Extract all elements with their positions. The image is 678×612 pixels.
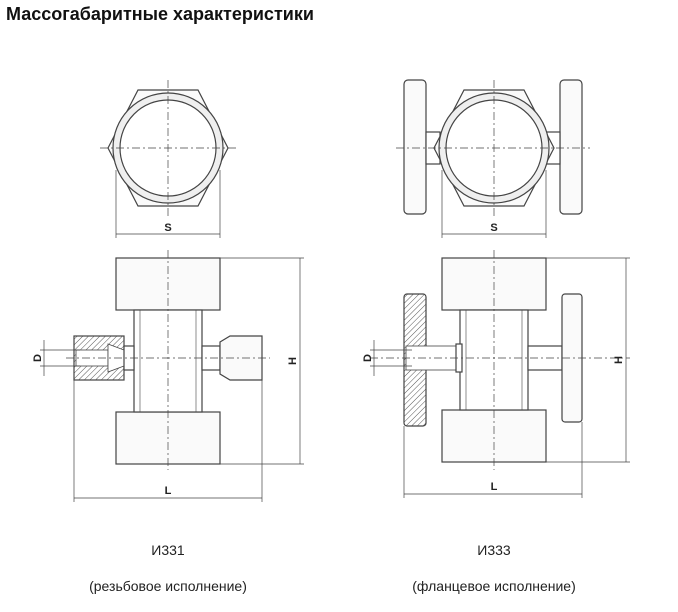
page-title: Массогабаритные характеристики <box>6 4 314 24</box>
flange-left <box>403 79 427 215</box>
right-item-name: И333 <box>477 542 511 558</box>
right-top-view <box>396 79 590 238</box>
left-dimensions <box>40 257 304 502</box>
flange-right <box>559 79 583 215</box>
dim-h-label-left: H <box>287 357 299 365</box>
dim-l-label-right: L <box>491 481 498 493</box>
right-dimensions <box>370 257 630 498</box>
left-item-caption: (резьбовое исполнение) <box>89 578 247 594</box>
dim-s-label-right: S <box>490 222 497 234</box>
right-item-caption: (фланцевое исполнение) <box>412 578 576 594</box>
dim-d-label-right: D <box>362 354 374 362</box>
left-item-name: И331 <box>151 542 185 558</box>
dim-l-label-left: L <box>165 485 172 497</box>
dim-s-label-left: S <box>164 222 171 234</box>
dim-d-label-left: D <box>32 354 44 362</box>
right-front-view <box>370 250 630 470</box>
left-top-view <box>100 80 236 238</box>
left-front-view <box>66 250 270 470</box>
dim-h-label-right: H <box>613 356 625 364</box>
